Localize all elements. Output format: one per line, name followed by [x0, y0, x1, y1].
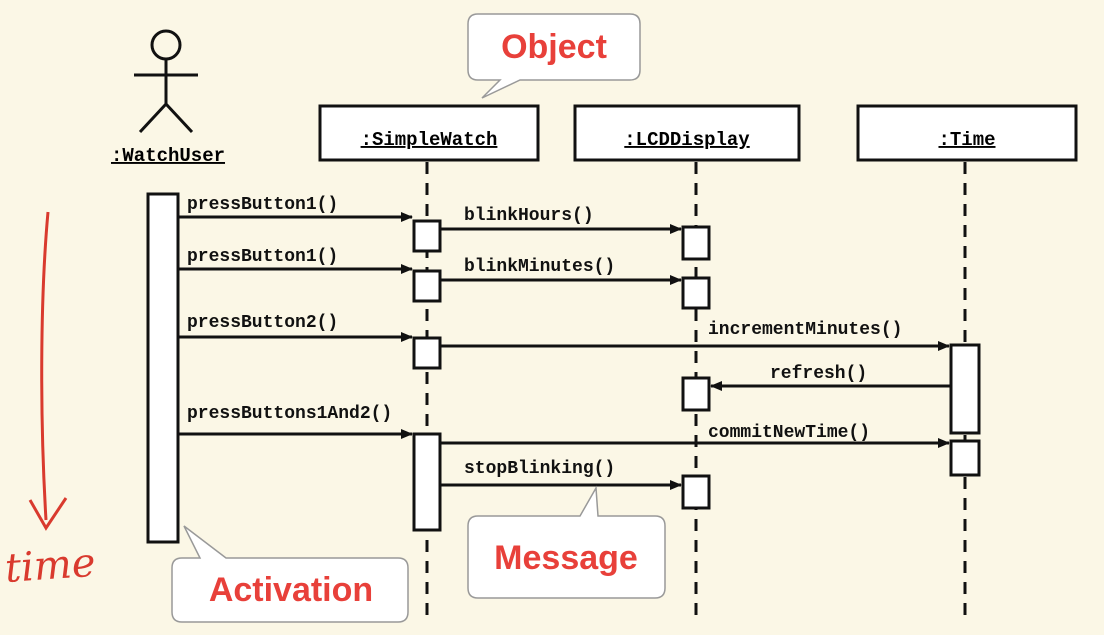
- object-time-label: :Time: [938, 129, 995, 151]
- actor-label: :WatchUser: [111, 145, 225, 167]
- message-label-3: pressButton1(): [187, 247, 338, 267]
- actor-watchuser: :WatchUser: [111, 29, 225, 167]
- activation-simplewatch-4: [412, 432, 442, 532]
- time-label: time: [3, 540, 96, 592]
- activation-callout-label: Activation: [209, 571, 373, 609]
- activation-callout: Activation: [171, 525, 409, 623]
- object-callout: Object: [467, 13, 641, 99]
- message-callout-label: Message: [494, 539, 638, 577]
- activation-simplewatch-3: [412, 336, 442, 370]
- activation-lcddisplay-2: [681, 276, 711, 310]
- activation-time-1: [949, 343, 981, 435]
- message-label-4: blinkMinutes(): [464, 257, 615, 277]
- message-label-5: pressButton2(): [187, 313, 338, 333]
- message-label-9: commitNewTime(): [708, 423, 870, 443]
- message-label-8: pressButtons1And2(): [187, 404, 392, 424]
- activation-lcddisplay-3: [681, 376, 711, 412]
- object-lcddisplay: :LCDDisplay: [573, 104, 801, 162]
- object-callout-label: Object: [501, 28, 607, 66]
- down-arrow-icon: [40, 211, 50, 521]
- time-arrow-annotation: time: [3, 211, 97, 592]
- activation-lcddisplay-4: [681, 474, 711, 510]
- object-simplewatch: :SimpleWatch: [318, 104, 540, 162]
- message-label-10: stopBlinking(): [464, 459, 615, 479]
- activation-time-2: [949, 439, 981, 477]
- message-label-1: pressButton1(): [187, 195, 338, 215]
- object-simplewatch-label: :SimpleWatch: [361, 129, 498, 151]
- activation-simplewatch-2: [412, 269, 442, 303]
- activation-lcddisplay-1: [681, 225, 711, 261]
- message-callout: Message: [467, 485, 666, 599]
- object-lcddisplay-label: :LCDDisplay: [624, 129, 750, 151]
- stick-figure-icon: [134, 29, 198, 134]
- activation-simplewatch-1: [412, 219, 442, 253]
- message-label-7: refresh(): [770, 364, 867, 384]
- message-label-2: blinkHours(): [464, 206, 594, 226]
- object-time: :Time: [856, 104, 1078, 162]
- arrowhead-icon: [28, 497, 68, 531]
- activation-watchuser: [146, 192, 180, 544]
- message-label-6: incrementMinutes(): [708, 320, 902, 340]
